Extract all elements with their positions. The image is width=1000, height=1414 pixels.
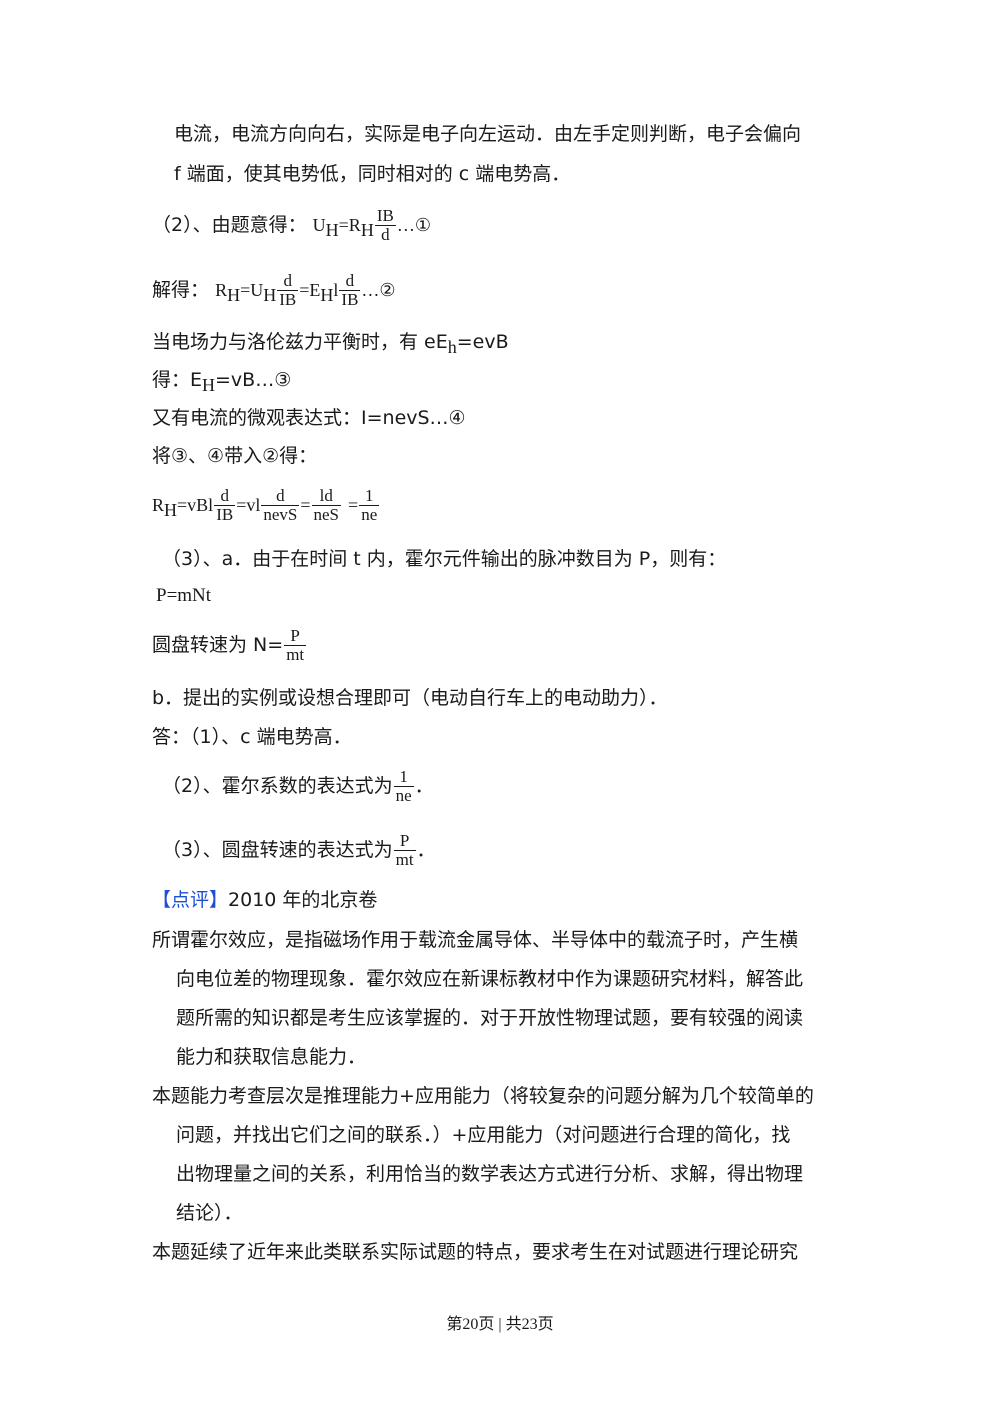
equation-number: …②	[361, 280, 396, 300]
answer-line: 答：（1）、c 端电势高．	[152, 726, 352, 748]
math-symbol: =E	[299, 280, 321, 300]
subscript: H	[227, 284, 241, 305]
text-line: 能力和获取信息能力．	[176, 1046, 367, 1068]
text-span: （2）、霍尔系数的表达式为	[162, 775, 393, 797]
text-span: ．	[416, 839, 436, 861]
text-span: ．	[414, 775, 434, 797]
math-symbol: =	[300, 495, 311, 515]
text-line: 结论）．	[176, 1202, 243, 1224]
math-symbol: l	[333, 280, 339, 300]
text-line: 向电位差的物理现象．霍尔效应在新课标教材中作为课题研究材料，解答此	[176, 968, 804, 990]
text-line: 本题延续了近年来此类联系实际试题的特点，要求考生在对试题进行理论研究	[152, 1241, 799, 1263]
text-line: 将③、④带入②得：	[152, 445, 318, 467]
text-span: 得：E	[152, 369, 203, 391]
text-line: 得：EH=vB…③	[152, 368, 291, 397]
equation-label: （2）、由题意得：	[152, 214, 307, 236]
text-line: 本题能力考查层次是推理能力+应用能力（将较复杂的问题分解为几个较简单的	[152, 1085, 814, 1107]
text-line: f 端面，使其电势低，同时相对的 c 端电势高．	[174, 163, 571, 185]
math-symbol: =vBl	[177, 495, 214, 515]
text-span: =vB…③	[215, 369, 292, 391]
equation-number: …①	[396, 215, 431, 235]
subscript: H	[360, 219, 374, 240]
text-span: 当电场力与洛伦兹力平衡时，有 eE	[152, 331, 448, 353]
review-tag: 【点评】	[152, 889, 229, 911]
page-footer: 第20页 | 共23页	[446, 1316, 554, 1333]
math-symbol: =	[348, 495, 359, 515]
math-symbol: =vl	[236, 495, 261, 515]
math-symbol: R	[152, 495, 165, 515]
text-span: 圆盘转速为 N=	[152, 634, 284, 656]
text-line: 所谓霍尔效应，是指磁场作用于载流金属导体、半导体中的载流子时，产生横	[152, 929, 799, 951]
math-symbol: R	[215, 280, 228, 300]
subscript: h	[447, 336, 457, 357]
text-line: （3）、a．由于在时间 t 内，霍尔元件输出的脉冲数目为 P，则有：	[162, 548, 727, 570]
text-line: 问题，并找出它们之间的联系．）+应用能力（对问题进行合理的简化，找	[176, 1124, 791, 1146]
subscript: H	[164, 499, 178, 520]
text-span: （3）、圆盘转速的表达式为	[162, 839, 393, 861]
subscript: H	[263, 284, 277, 305]
text-line: b．提出的实例或设想合理即可（电动自行车上的电动助力）．	[152, 687, 668, 709]
math-symbol: U	[312, 215, 326, 235]
subscript: H	[202, 374, 216, 395]
text-line: 又有电流的微观表达式：I=nevS…④	[152, 407, 466, 429]
subscript: H	[325, 219, 339, 240]
subscript: H	[320, 284, 334, 305]
text-line: 电流，电流方向向右，实际是电子向左运动．由左手定则判断，电子会偏向	[174, 123, 802, 145]
text-line: 题所需的知识都是考生应该掌握的．对于开放性物理试题，要有较强的阅读	[176, 1007, 804, 1029]
text-line: P=mNt	[156, 585, 212, 606]
text-span: =evB	[456, 331, 509, 353]
math-symbol: =R	[338, 215, 361, 235]
equation-label: 解得：	[152, 279, 210, 301]
review-heading: 【点评】2010 年的北京卷	[152, 888, 377, 912]
text-line: 出物理量之间的关系，利用恰当的数学表达方式进行分析、求解，得出物理	[176, 1163, 804, 1185]
math-symbol: =U	[240, 280, 264, 300]
text-line: 当电场力与洛伦兹力平衡时，有 eEh=evB	[152, 330, 509, 359]
text-span: 2010 年的北京卷	[228, 889, 378, 911]
